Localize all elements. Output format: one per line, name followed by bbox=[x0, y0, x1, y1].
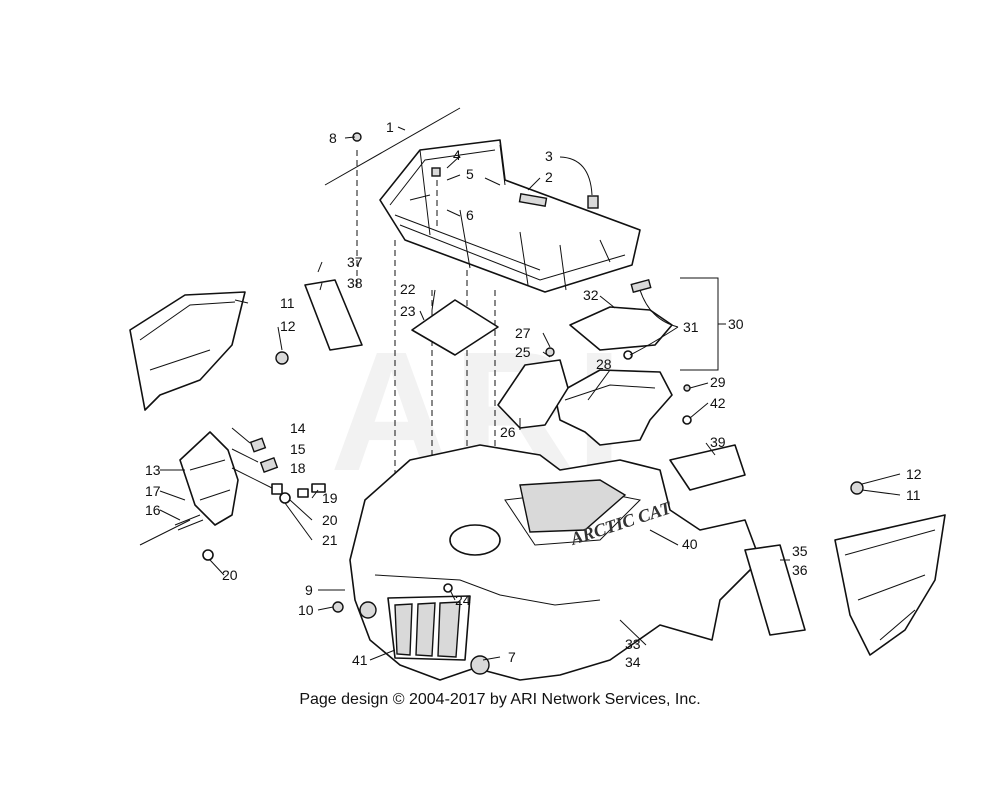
copyright-footer: Page design © 2004-2017 by ARI Network S… bbox=[299, 691, 700, 708]
callout-24: 24 bbox=[455, 592, 471, 608]
rear-rack bbox=[379, 139, 641, 293]
washer bbox=[279, 492, 291, 504]
headlight-lens-left bbox=[359, 601, 377, 619]
push-rivet-left bbox=[275, 351, 289, 365]
callout-19: 19 bbox=[322, 490, 338, 506]
callout-12-left: 12 bbox=[280, 318, 296, 334]
headlight-bulb bbox=[259, 457, 279, 473]
callout-40: 40 bbox=[682, 536, 698, 552]
storage-lid-recess bbox=[519, 479, 627, 533]
callout-42: 42 bbox=[710, 395, 726, 411]
callout-8: 8 bbox=[329, 130, 337, 146]
leader-lines bbox=[159, 126, 901, 661]
callout-25: 25 bbox=[515, 344, 531, 360]
callout-18: 18 bbox=[290, 460, 306, 476]
lid-latch bbox=[630, 278, 652, 294]
callout-23: 23 bbox=[400, 303, 416, 319]
callout-5: 5 bbox=[466, 166, 474, 182]
storage-compartment bbox=[554, 369, 673, 446]
nut-10 bbox=[332, 601, 344, 613]
grommet bbox=[271, 483, 283, 495]
headlight-lens-right bbox=[470, 655, 490, 675]
callout-11-right: 11 bbox=[906, 487, 921, 503]
callout-14: 14 bbox=[290, 420, 306, 436]
callout-22: 22 bbox=[400, 281, 416, 297]
callout-32: 32 bbox=[583, 287, 599, 303]
rack-plate bbox=[411, 299, 499, 356]
callout-35: 35 bbox=[792, 543, 808, 559]
decal-left bbox=[304, 279, 363, 351]
bracket-1 bbox=[324, 107, 461, 186]
screw bbox=[311, 483, 326, 493]
gas-cap-opening bbox=[449, 524, 501, 556]
callout-17: 17 bbox=[145, 483, 161, 499]
callout-3: 3 bbox=[545, 148, 553, 164]
spacer bbox=[297, 488, 309, 498]
callout-21: 21 bbox=[322, 532, 338, 548]
callout-41: 41 bbox=[352, 652, 368, 668]
callout-6: 6 bbox=[466, 207, 474, 223]
decal-right bbox=[744, 544, 806, 636]
right-fender-flare bbox=[834, 514, 946, 656]
push-rivet-42 bbox=[682, 415, 692, 425]
callout-11-left: 11 bbox=[280, 295, 295, 311]
front-grille bbox=[387, 595, 471, 661]
callout-1: 1 bbox=[386, 119, 394, 135]
callout-15: 15 bbox=[290, 441, 306, 457]
washer-lower bbox=[202, 549, 214, 561]
callout-20-b: 20 bbox=[222, 567, 238, 583]
callout-28: 28 bbox=[596, 356, 612, 372]
cover-screw bbox=[545, 347, 555, 357]
callout-31: 31 bbox=[683, 319, 699, 335]
rear-side-panel bbox=[669, 444, 746, 491]
callout-33: 33 bbox=[625, 636, 641, 652]
callout-20-a: 20 bbox=[322, 512, 338, 528]
callout-2: 2 bbox=[545, 169, 553, 185]
push-rivet-right bbox=[850, 481, 864, 495]
callout-39: 39 bbox=[710, 434, 726, 450]
callout-30: 30 bbox=[728, 316, 744, 332]
callout-29: 29 bbox=[710, 374, 726, 390]
callout-36: 36 bbox=[792, 562, 808, 578]
callout-38: 38 bbox=[347, 275, 363, 291]
callout-12-right: 12 bbox=[906, 466, 922, 482]
callout-4: 4 bbox=[453, 147, 461, 163]
callout-9: 9 bbox=[305, 582, 313, 598]
callout-labels: 1 2 3 4 5 6 7 8 9 10 11 11 12 12 13 14 1… bbox=[145, 119, 922, 670]
callout-10: 10 bbox=[298, 602, 314, 618]
callout-37: 37 bbox=[347, 254, 363, 270]
screw-29 bbox=[683, 384, 691, 392]
callout-26: 26 bbox=[500, 424, 516, 440]
headlight-bulb-socket bbox=[249, 437, 267, 453]
callout-16: 16 bbox=[145, 502, 161, 518]
callout-13: 13 bbox=[145, 462, 161, 478]
left-fender-flare bbox=[129, 291, 246, 411]
callout-34: 34 bbox=[625, 654, 641, 670]
headlight-housing bbox=[179, 431, 239, 526]
callout-7: 7 bbox=[508, 649, 516, 665]
callout-27: 27 bbox=[515, 325, 531, 341]
adjust-screw bbox=[139, 519, 191, 546]
latch-pin bbox=[623, 350, 633, 360]
